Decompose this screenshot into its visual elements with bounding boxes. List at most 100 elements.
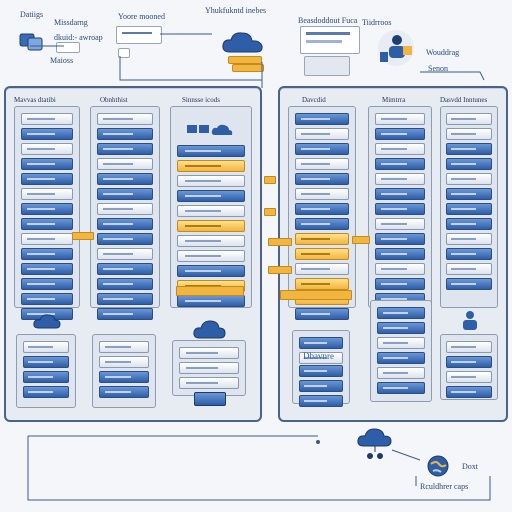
rack-slot xyxy=(99,386,149,398)
rack-slot xyxy=(97,308,153,320)
rack-slot xyxy=(375,188,425,200)
top-right-label-4: Senon xyxy=(428,64,448,73)
rack-slot xyxy=(21,248,73,260)
rack-slot xyxy=(375,278,425,290)
top-left-label-1: Datiigs xyxy=(20,10,44,19)
rack-slot xyxy=(377,337,425,349)
rack-slot xyxy=(97,233,153,245)
rack-slot xyxy=(97,113,153,125)
cloud-icon xyxy=(192,318,228,345)
rack-slot xyxy=(23,356,69,368)
cloud-icon xyxy=(356,424,396,469)
rack-slot xyxy=(21,188,73,200)
rack-slot xyxy=(446,371,492,383)
rack-slot xyxy=(99,371,149,383)
rack-slot xyxy=(177,190,245,202)
rack-slot xyxy=(295,203,349,215)
rack-slot xyxy=(21,203,73,215)
rack-slot xyxy=(23,386,69,398)
connector-tag xyxy=(268,238,292,246)
rack-slot xyxy=(295,233,349,245)
rack-slot xyxy=(299,365,343,377)
rack-slot xyxy=(295,128,349,140)
top-left-label-3: dkuid:- awroap xyxy=(54,33,103,42)
server-rack-11 xyxy=(370,300,432,402)
connector-tag xyxy=(264,176,276,184)
user-icon xyxy=(458,308,482,337)
column-header-2: Obnhthist xyxy=(100,96,128,104)
rack-slot xyxy=(299,395,343,407)
rack-slot xyxy=(21,233,73,245)
rack-slot xyxy=(97,158,153,170)
top-right-box-2 xyxy=(304,56,350,76)
rack-slot xyxy=(21,278,73,290)
server-rack-9 xyxy=(440,106,498,308)
rack-slot xyxy=(299,337,343,349)
rack-slot xyxy=(97,173,153,185)
rack-slot xyxy=(446,218,492,230)
top-center-label-1: Yoore mooned xyxy=(118,12,165,21)
rack-slot xyxy=(375,173,425,185)
rack-slot xyxy=(446,356,492,368)
footer-label: Rculdhrer caps xyxy=(420,482,469,491)
rack-slot xyxy=(446,233,492,245)
server-rack-5 xyxy=(92,334,156,408)
rack-slot xyxy=(21,218,73,230)
connector-tag xyxy=(352,236,370,244)
connector-tag xyxy=(264,208,276,216)
rack-slot xyxy=(295,158,349,170)
server-block xyxy=(194,392,226,406)
column-header-6: Dasvdd Inntunes xyxy=(440,96,488,104)
rack-slot xyxy=(97,263,153,275)
rack-slot xyxy=(97,143,153,155)
top-right-label-2: Tiidrroos xyxy=(362,18,392,27)
small-badge xyxy=(56,42,80,53)
rack-slot xyxy=(179,377,239,389)
rack-slot xyxy=(377,352,425,364)
box-line xyxy=(122,32,152,34)
bottom-label-dot: Doxt xyxy=(462,462,478,471)
rack-slot xyxy=(99,356,149,368)
rack-slot xyxy=(21,128,73,140)
rack-slot xyxy=(446,188,492,200)
rack-slot xyxy=(97,128,153,140)
rack-slot xyxy=(377,322,425,334)
rack-slot xyxy=(446,113,492,125)
box-line xyxy=(306,32,350,35)
rack-slot xyxy=(446,248,492,260)
rack-slot xyxy=(177,265,245,277)
connector-tag xyxy=(176,286,244,296)
rack-slot xyxy=(446,386,492,398)
column-header-4: Davcdid xyxy=(302,96,326,104)
rack-slot xyxy=(21,293,73,305)
rack-slot xyxy=(375,263,425,275)
top-right-label-3: Wouddrag xyxy=(426,48,460,57)
rack-slot xyxy=(179,362,239,374)
server-rack-1 xyxy=(14,106,80,320)
top-center-label-2: Yhukfukntd inebes xyxy=(205,6,267,15)
rack-slot xyxy=(177,220,245,232)
top-connector-lines xyxy=(30,33,485,88)
rack-slot xyxy=(446,263,492,275)
rack-slot xyxy=(21,263,73,275)
rack-slot xyxy=(177,145,245,157)
rack-slot xyxy=(97,218,153,230)
rack-slot xyxy=(177,175,245,187)
rack-slot xyxy=(177,295,245,307)
rack-slot xyxy=(446,158,492,170)
top-left-label-2: Missdarng xyxy=(54,18,88,27)
rack-slot xyxy=(446,173,492,185)
rack-slot xyxy=(177,235,245,247)
rack-slot xyxy=(446,341,492,353)
cloud-icon xyxy=(32,312,62,335)
server-rack-10: Dbavnre xyxy=(292,330,350,407)
rack-slot xyxy=(295,263,349,275)
rack-slot xyxy=(375,143,425,155)
rack-slot xyxy=(177,160,245,172)
rack-slot xyxy=(177,250,245,262)
rack-slot xyxy=(179,347,239,359)
top-left-label-4: Maioss xyxy=(50,56,74,65)
rack-slot xyxy=(97,203,153,215)
rack-slot xyxy=(295,188,349,200)
top-right-label-1: Beasdoddout Fuca xyxy=(298,16,358,25)
